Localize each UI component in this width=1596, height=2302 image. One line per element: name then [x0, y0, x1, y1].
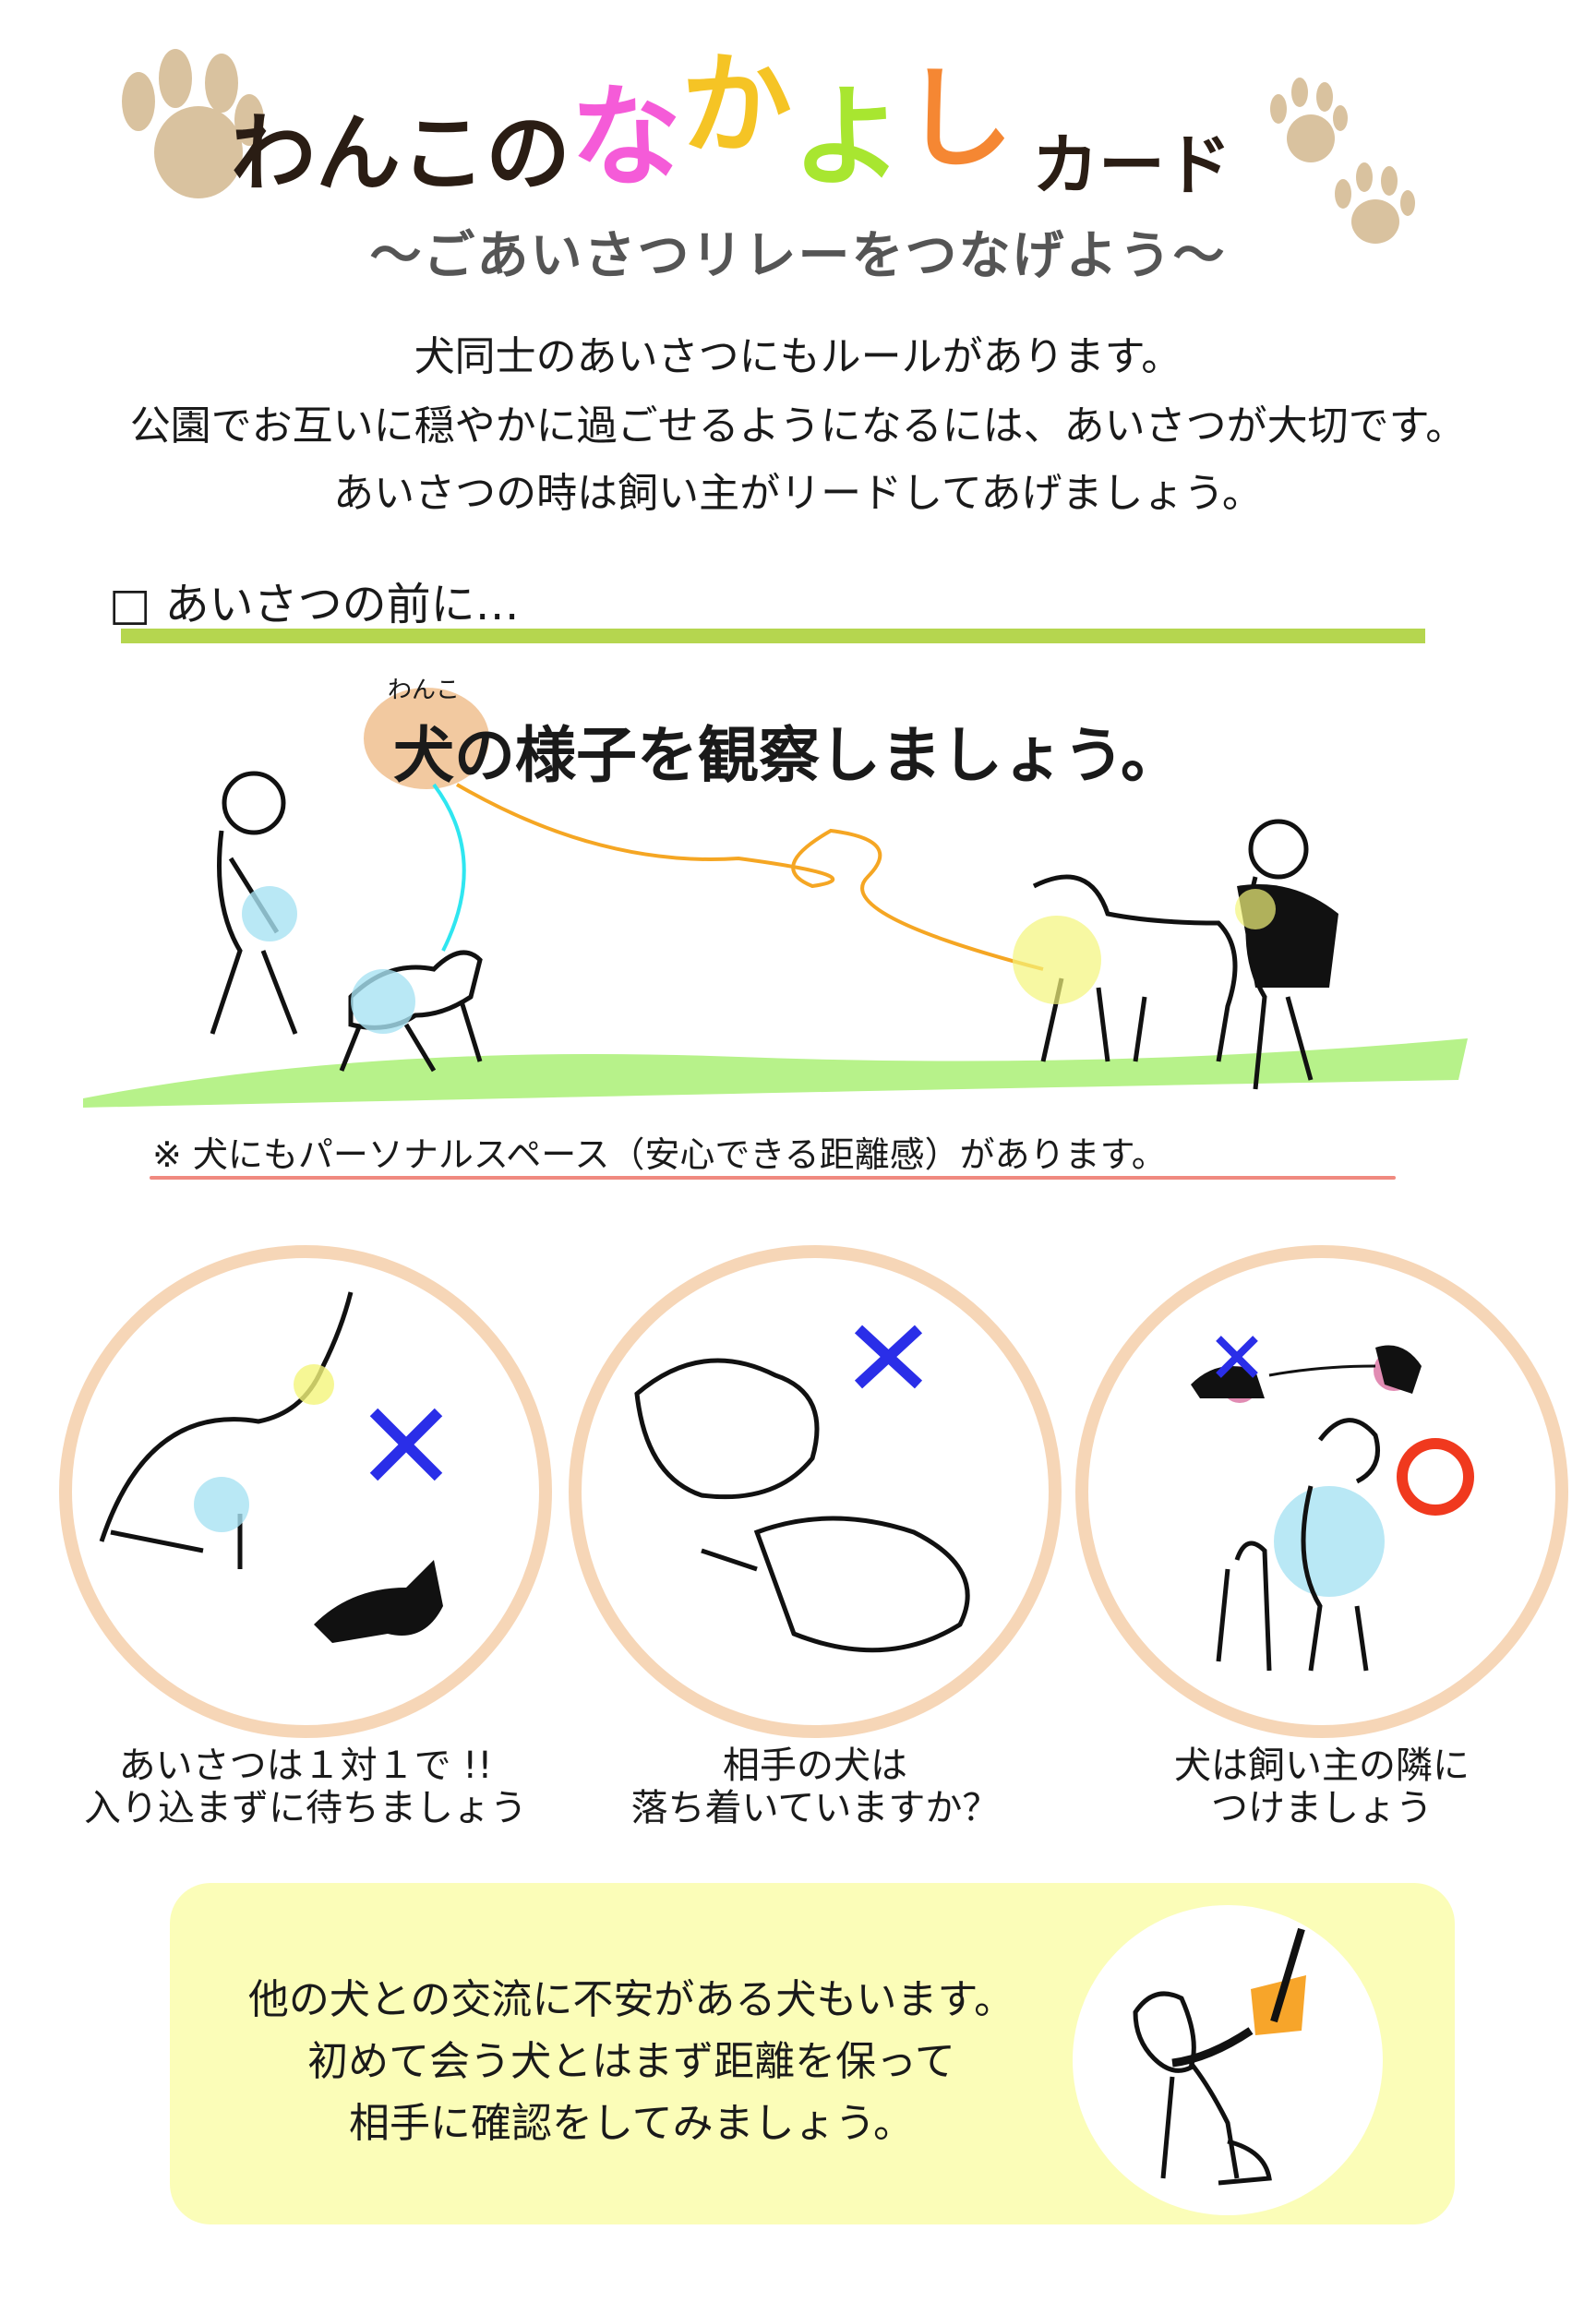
title-char-shi: し [903, 55, 1014, 184]
caption-line: つけましょう [1211, 1787, 1433, 1829]
highlight-circle [1235, 889, 1276, 929]
highlight-circle [364, 688, 489, 789]
section-heading: □ あいさつの前に… [109, 568, 520, 632]
paw-prints-decoration [122, 49, 1415, 244]
title-text-card: カード [1032, 126, 1232, 204]
tip-line: 相手に確認をしてみましょう。 [348, 2100, 915, 2147]
circle-ok-icon [1397, 1438, 1474, 1516]
page-title: わんこの な か よ し カード [231, 42, 1232, 208]
caption-line: 相手の犬は [723, 1744, 907, 1787]
small-dog-icon [339, 950, 483, 1073]
cross-icon [1216, 1336, 1258, 1378]
subtitle: 〜ごあいさつリレーをつなげよう〜 [369, 226, 1227, 286]
park-illustration [83, 688, 1468, 1108]
paw-icon [1335, 162, 1415, 244]
title-char-ka: か [681, 42, 793, 170]
caption-line: 入り込まずに待ちましょう [84, 1787, 527, 1829]
leash [455, 783, 1044, 971]
caption-line: あいさつは１対１で !! [118, 1744, 493, 1787]
grass [83, 1038, 1468, 1108]
intro-line: 公園でお互いに穏やかに過ごせるようになるには、あいさつが大切です。 [129, 402, 1467, 450]
caption-line: 落ち着いていますか？ [630, 1787, 1000, 1829]
highlight-circle [1013, 916, 1101, 1004]
case-2-illustration [569, 1245, 1062, 1738]
checkbox-icon: □ [109, 579, 151, 630]
title-char-yo: よ [792, 74, 904, 202]
paw-icon [122, 49, 264, 198]
sitting-dog-illustration [1073, 1905, 1383, 2215]
case-caption: 相手の犬は 落ち着いていますか？ [557, 1744, 1074, 1829]
cross-icon [369, 1408, 443, 1481]
paw-icon [1270, 78, 1348, 162]
caption-line: 犬は飼い主の隣に [1174, 1744, 1470, 1787]
section-heading-text: あいさつの前に… [164, 579, 520, 630]
title-text: わんこの [231, 104, 571, 203]
note-underline [150, 1176, 1396, 1180]
section-divider [121, 629, 1425, 643]
leash [432, 783, 466, 952]
tip-line: 初めて会う犬とはまず距離を保って [307, 2038, 955, 2085]
case-caption: 犬は飼い主の隣に つけましょう [1063, 1744, 1580, 1829]
cross-icon [854, 1325, 923, 1389]
cases-illustrations [59, 1245, 1568, 1738]
highlight-circle [242, 886, 297, 941]
intro-line: あいさつの時は飼い主がリードしてあげましょう。 [333, 470, 1263, 517]
intro-line: 犬同士のあいさつにもルールがあります。 [414, 333, 1182, 380]
ruby-text: わんこ [388, 677, 461, 704]
observe-heading: 犬の様子を観察しましょう。 [393, 720, 1182, 791]
large-dog-icon [1032, 874, 1238, 1062]
case-3-illustration [1075, 1245, 1568, 1738]
case-1-illustration [59, 1245, 552, 1738]
highlight-circle [351, 969, 415, 1034]
title-char-na: な [570, 74, 682, 202]
personal-space-note: ※ 犬にもパーソナルスペース（安心できる距離感）があります。 [152, 1134, 1167, 1175]
tip-line: 他の犬との交流に不安がある犬もいます。 [247, 1976, 1015, 2023]
case-caption: あいさつは１対１で !! 入り込まずに待ちましょう [47, 1744, 564, 1829]
